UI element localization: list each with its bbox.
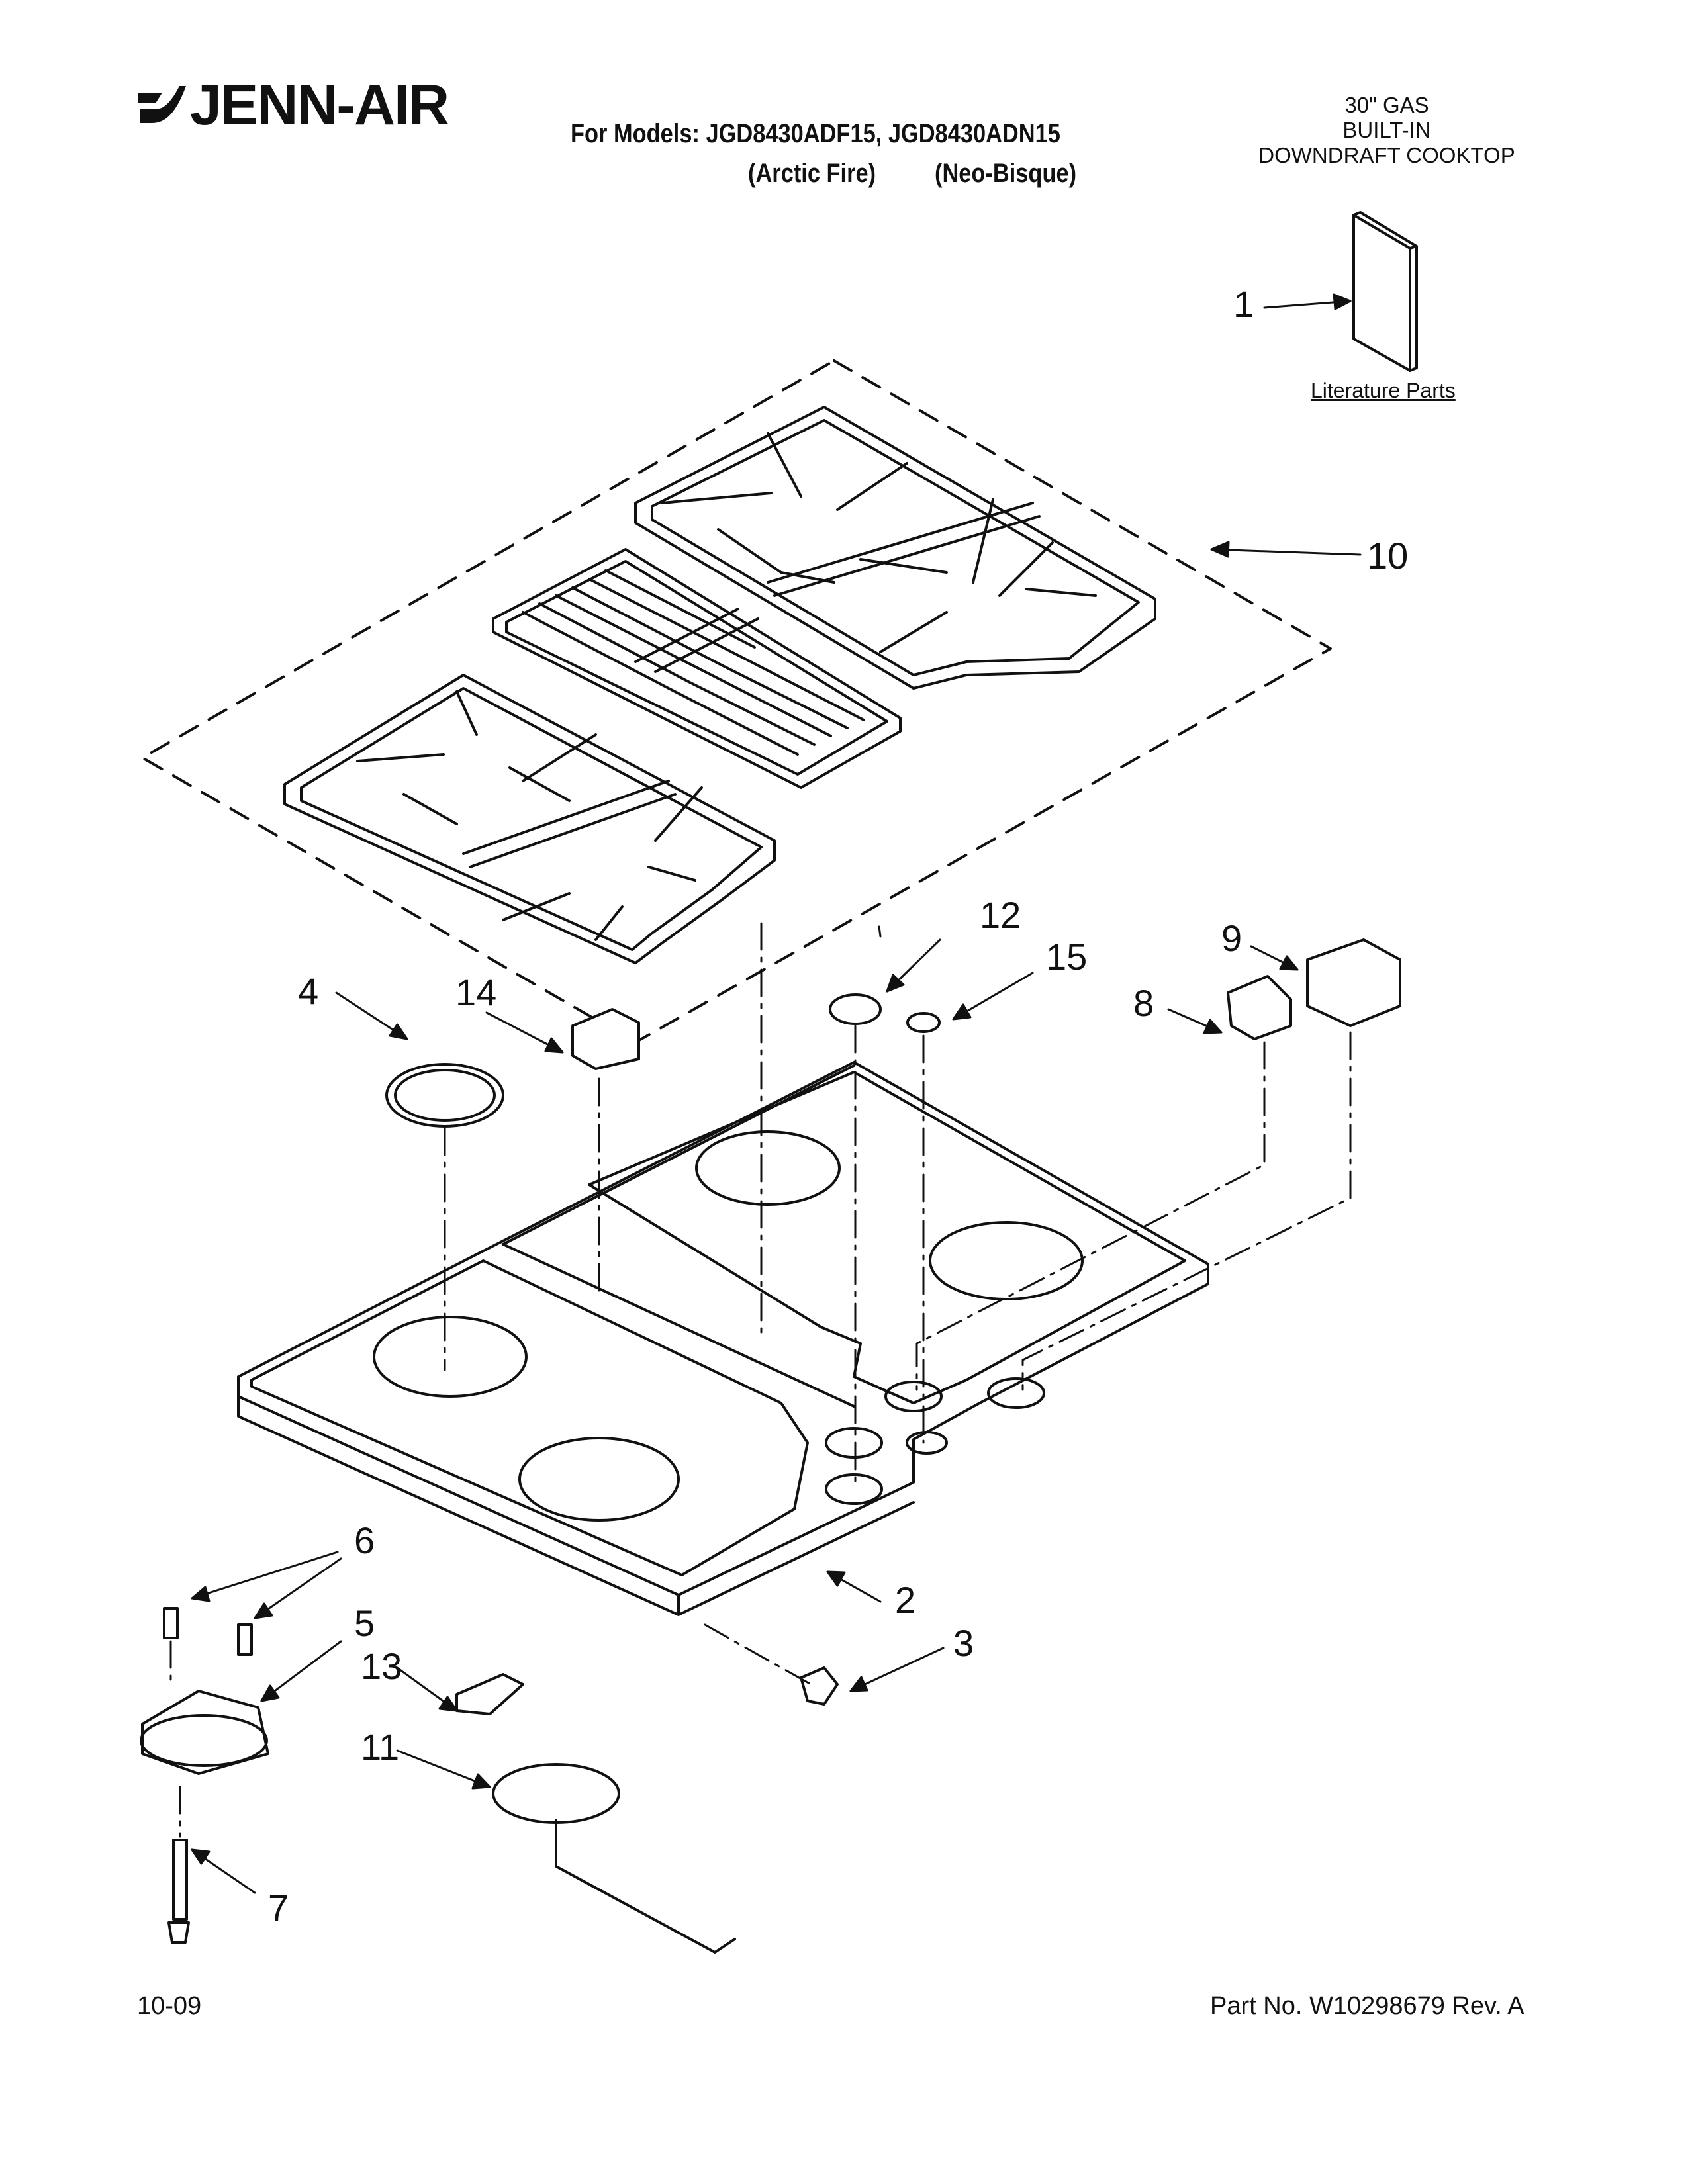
callout-8: 8 bbox=[1133, 982, 1154, 1024]
brand-name: JENN-AIR bbox=[190, 73, 449, 137]
jenn-air-mark-icon bbox=[138, 86, 186, 123]
callout-12: 12 bbox=[980, 894, 1021, 936]
right-grate bbox=[634, 406, 1156, 690]
callout-14: 14 bbox=[455, 972, 497, 1013]
screw-part-3 bbox=[800, 1666, 839, 1706]
cooktop-body bbox=[237, 1061, 1209, 1616]
burner-cap-part-12 bbox=[829, 993, 882, 1025]
bracket-part bbox=[455, 1673, 524, 1715]
left-grate bbox=[283, 674, 776, 964]
screws-part bbox=[163, 1607, 253, 1656]
callout-1: 1 bbox=[1233, 283, 1254, 325]
category-line-2: BUILT-IN bbox=[1342, 118, 1431, 142]
small-parts bbox=[140, 938, 1401, 1954]
burner-base-part bbox=[141, 1690, 269, 1775]
callout-6: 6 bbox=[354, 1520, 375, 1561]
literature-parts-label: Literature Parts bbox=[1311, 379, 1456, 402]
callout-4: 4 bbox=[298, 970, 319, 1012]
jenn-air-logo: JENN-AIR bbox=[136, 71, 480, 138]
grate-support-part bbox=[571, 1008, 640, 1070]
burner-cap-part-15 bbox=[906, 1012, 941, 1033]
callout-10: 10 bbox=[1367, 535, 1409, 576]
igniter-part bbox=[167, 1839, 190, 1944]
callout-3: 3 bbox=[953, 1622, 974, 1664]
callout-2: 2 bbox=[895, 1579, 916, 1621]
right-front-burner-opening bbox=[929, 1221, 1084, 1300]
color-neo-bisque: (Neo-Bisque) bbox=[935, 159, 1077, 188]
callout-11: 11 bbox=[361, 1726, 400, 1768]
color-arctic-fire: (Arctic Fire) bbox=[748, 159, 876, 188]
callout-5: 5 bbox=[354, 1602, 375, 1644]
callout-7: 7 bbox=[268, 1887, 289, 1929]
downdraft-grille bbox=[492, 548, 902, 789]
control-knob-small bbox=[1227, 975, 1292, 1040]
date-code: 10-09 bbox=[137, 1992, 202, 2020]
callout-15: 15 bbox=[1046, 936, 1088, 978]
callout-13: 13 bbox=[361, 1645, 402, 1687]
left-rear-burner-opening bbox=[373, 1316, 528, 1398]
callout-9: 9 bbox=[1221, 917, 1243, 959]
gas-tube bbox=[555, 1819, 736, 1954]
category-line-3: DOWNDRAFT COOKTOP bbox=[1258, 143, 1515, 167]
right-rear-burner-opening bbox=[695, 1130, 841, 1206]
control-knob-large bbox=[1306, 938, 1401, 1027]
category-line-1: 30" GAS bbox=[1344, 93, 1429, 117]
trim-ring-part bbox=[385, 1063, 504, 1128]
product-category: 30" GAS BUILT-IN DOWNDRAFT COOKTOP bbox=[1215, 93, 1559, 168]
assembly-leader-lines bbox=[169, 922, 1352, 1838]
models-line: For Models: JGD8430ADF15, JGD8430ADN15 bbox=[571, 119, 1060, 148]
literature-booklet bbox=[1352, 211, 1418, 372]
burner-assembly-part bbox=[492, 1763, 620, 1824]
part-number: Part No. W10298679 Rev. A bbox=[1210, 1992, 1524, 2020]
left-front-burner-opening bbox=[518, 1437, 680, 1522]
callout-arrows bbox=[191, 293, 1362, 1894]
